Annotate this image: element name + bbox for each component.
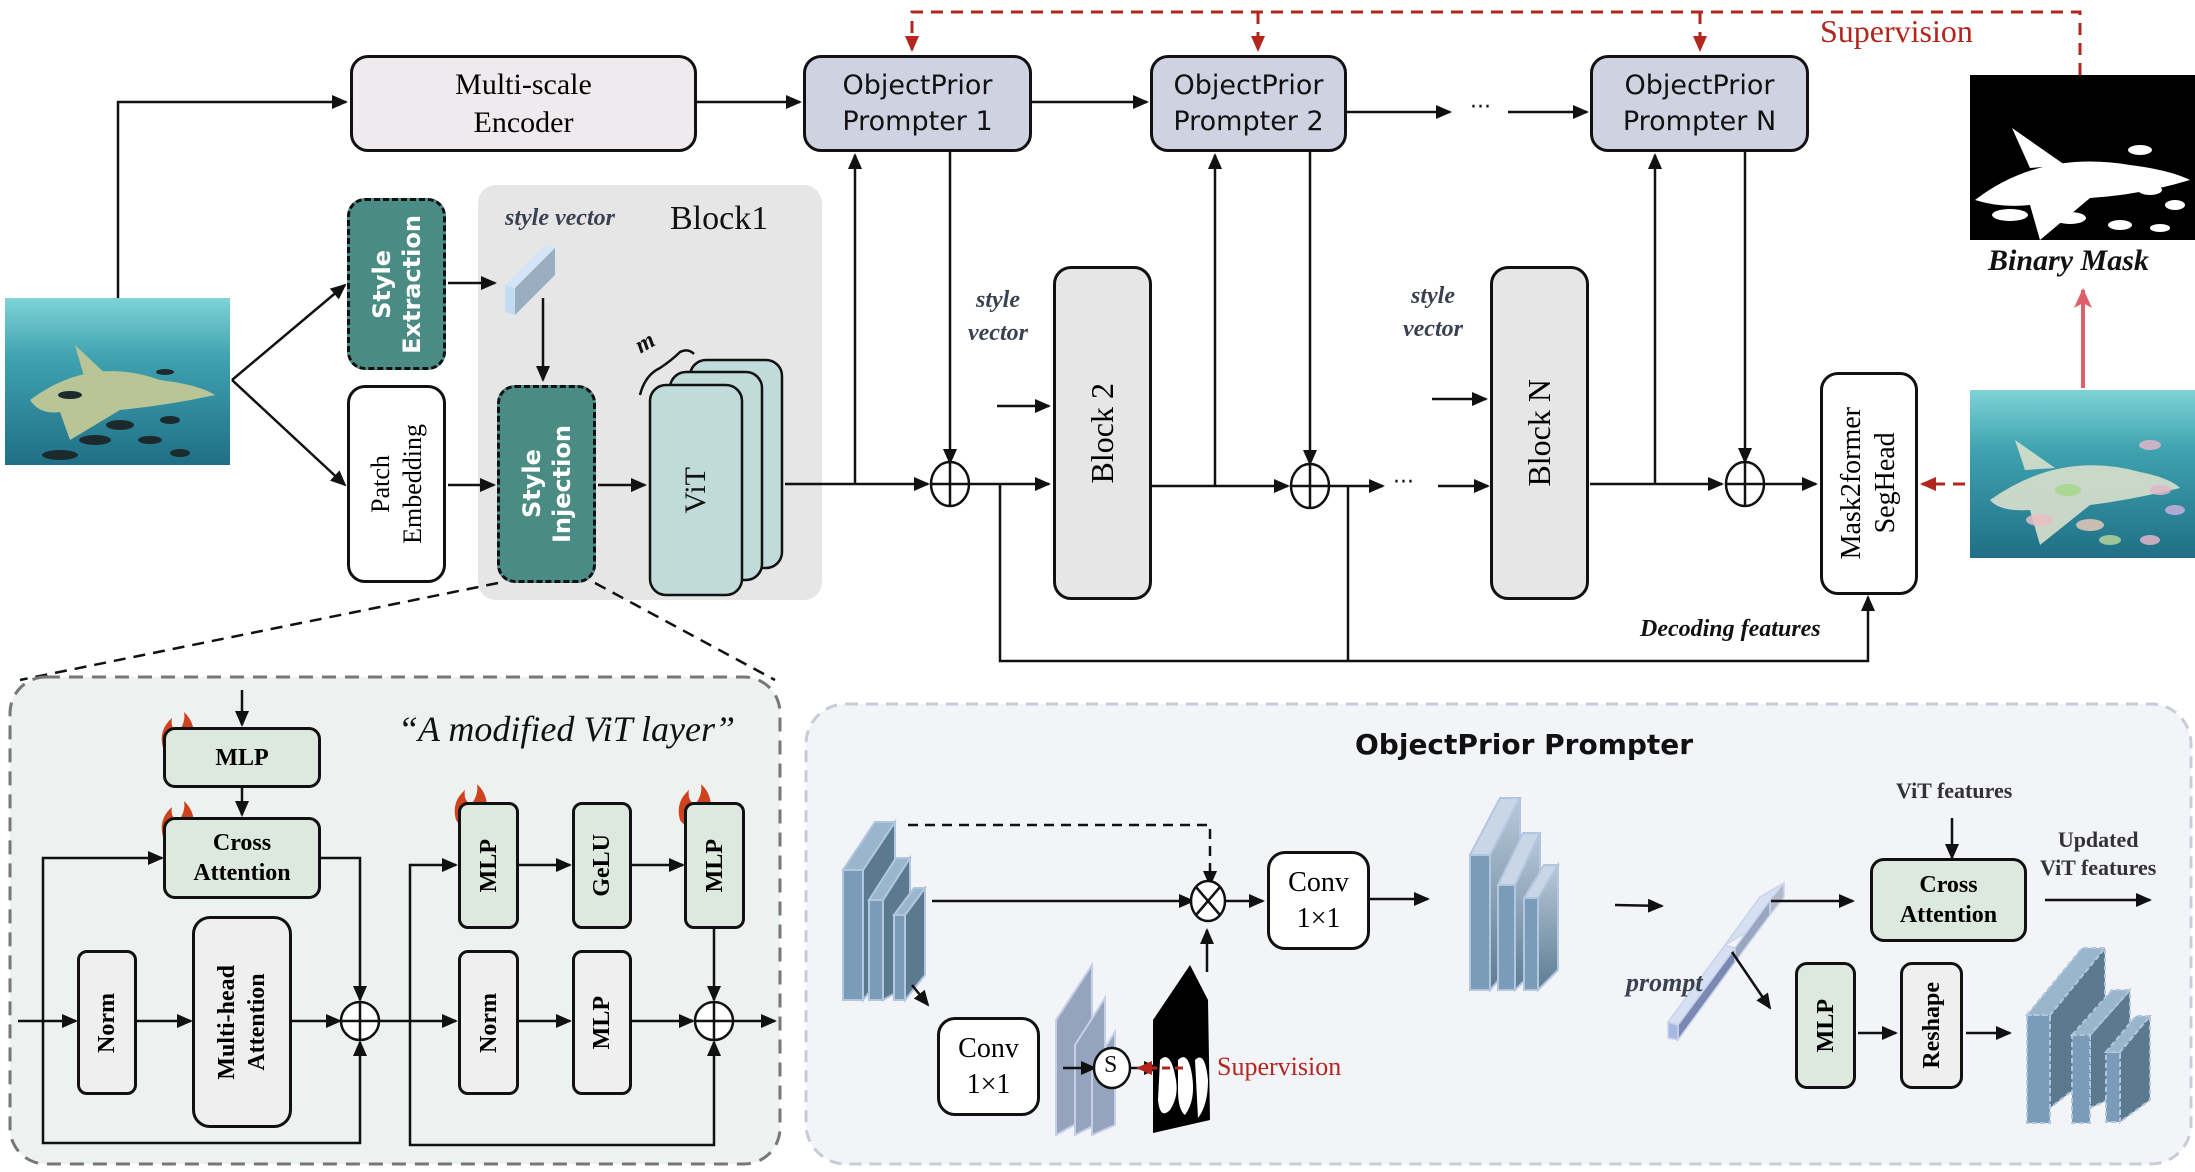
top-supervision-label: Supervision: [1820, 13, 1973, 49]
vit-layer-title: “A modified ViT layer”: [398, 709, 736, 749]
vit-label: ViT: [650, 385, 742, 595]
panel-mlp-label: MLP: [1812, 998, 1839, 1053]
mlp-a-box[interactable]: MLP: [458, 802, 519, 929]
mlp-frozen-box[interactable]: MLP: [572, 950, 632, 1095]
softmax-symbol: S: [1104, 1052, 1118, 1078]
vit-stack: [648, 358, 784, 597]
cross-attention-label: Cross Attention: [193, 830, 291, 886]
style-vector-label: style vector: [505, 205, 615, 231]
updated-features-label: Updated ViT features: [2040, 827, 2157, 880]
input-feature-maps: [841, 818, 927, 1003]
style-injection-label: Style Injection: [517, 424, 576, 544]
panel-supervision-label: Supervision: [1217, 1052, 1342, 1081]
zoom-lines: [19, 581, 776, 682]
mlp-b-box[interactable]: MLP: [684, 802, 745, 929]
vit-layer-arrows: [18, 690, 777, 1147]
block-n[interactable]: Block N: [1490, 266, 1589, 600]
top-ellipsis: ···: [1470, 95, 1491, 120]
objectprior-prompter-1[interactable]: ObjectPrior Prompter 1: [803, 55, 1032, 152]
multi-scale-encoder[interactable]: Multi-scale Encoder: [350, 55, 697, 152]
conv-top-box[interactable]: Conv 1×1: [1267, 851, 1370, 950]
prompter-n-line1: ObjectPrior: [1624, 69, 1775, 101]
vit-layer-add-operators: [339, 1000, 735, 1042]
prompter-2-line2: Prompter 2: [1173, 105, 1324, 137]
softmax-operator: [1092, 1046, 1132, 1090]
mlp-top-box[interactable]: MLP: [163, 727, 321, 788]
multihead-attention-box[interactable]: Multi-head Attention: [192, 916, 292, 1128]
binary-mask-image: [1970, 75, 2195, 240]
style-extraction-label: Style Extraction: [367, 214, 426, 354]
input-image: [5, 298, 230, 465]
norm-1-label: Norm: [94, 992, 120, 1053]
norm-box-1[interactable]: Norm: [77, 950, 137, 1095]
repeat-brace: [638, 349, 695, 396]
block-2[interactable]: Block 2: [1053, 266, 1152, 600]
patch-embedding[interactable]: Patch Embedding: [347, 385, 446, 583]
add-operators: [929, 460, 1766, 510]
reshape-label: Reshape: [1918, 982, 1945, 1069]
panel-mlp-box[interactable]: MLP: [1795, 962, 1856, 1089]
prompt-vector-icon: [1666, 880, 1785, 1043]
seghead-label: Mask2former SegHead: [1836, 407, 1901, 560]
prompt-feature-maps: [2024, 945, 2153, 1124]
norm-box-2[interactable]: Norm: [458, 950, 519, 1095]
prompter-2-line1: ObjectPrior: [1173, 69, 1324, 101]
style-vector-n-label: style vector: [1403, 283, 1463, 342]
multiply-operator: [1189, 879, 1227, 923]
binary-mask-label: Binary Mask: [1988, 244, 2149, 277]
conv-bottom-label: Conv 1×1: [958, 1032, 1019, 1100]
block-2-label: Block 2: [1084, 382, 1120, 484]
segmentation-output-image: [1970, 390, 2195, 558]
conv-top-label: Conv 1×1: [1288, 866, 1349, 934]
mlp-a-label: MLP: [475, 838, 502, 893]
patch-embedding-label: Patch Embedding: [365, 424, 427, 544]
prompt-label: prompt: [1626, 968, 1703, 997]
supervision-lines: [905, 10, 2082, 491]
prompter-1-line1: ObjectPrior: [842, 69, 993, 101]
mask-supervision-image: [1153, 965, 1210, 1133]
reshape-box[interactable]: Reshape: [1900, 962, 1963, 1089]
middle-ellipsis: ···: [1393, 470, 1414, 495]
objectprior-prompter-2[interactable]: ObjectPrior Prompter 2: [1150, 55, 1347, 152]
prompter-n-line2: Prompter N: [1622, 105, 1777, 137]
objectprior-prompter-n[interactable]: ObjectPrior Prompter N: [1590, 55, 1809, 152]
style-injection[interactable]: Style Injection: [497, 385, 596, 583]
gelu-label: GeLU: [589, 834, 615, 897]
conv-bottom-box[interactable]: Conv 1×1: [937, 1017, 1040, 1116]
multihead-attention-label: Multi-head Attention: [214, 964, 270, 1080]
panel-cross-attention-label: Cross Attention: [1899, 872, 1998, 928]
prompter-panel-title: ObjectPrior Prompter: [1355, 728, 1694, 761]
attention-maps: [1055, 961, 1116, 1137]
mlp-b-label: MLP: [701, 838, 728, 893]
style-extraction[interactable]: Style Extraction: [347, 198, 446, 370]
block1-label: Block1: [670, 200, 769, 237]
panel-cross-attention-box[interactable]: Cross Attention: [1870, 858, 2027, 942]
mlp-top-label: MLP: [215, 744, 269, 771]
decoding-features-label: Decoding features: [1640, 616, 1821, 642]
gelu-box[interactable]: GeLU: [572, 802, 632, 929]
norm-2-label: Norm: [475, 992, 502, 1053]
cross-attention-box[interactable]: Cross Attention: [163, 817, 321, 899]
style-vector-icon: [505, 245, 555, 315]
block-n-label: Block N: [1521, 379, 1557, 487]
prompter-detail-arrows: [908, 818, 2152, 1075]
style-vector-2-label: style vector: [968, 287, 1028, 346]
mlp-frozen-label: MLP: [589, 995, 615, 1050]
vit-features-label: ViT features: [1896, 778, 2013, 803]
main-flow-arrows: [116, 95, 1875, 663]
prompter-1-line2: Prompter 1: [842, 105, 993, 137]
refined-feature-maps: [1468, 797, 1560, 993]
mask2former-seghead[interactable]: Mask2former SegHead: [1820, 372, 1918, 595]
vit-text: ViT: [679, 466, 712, 514]
